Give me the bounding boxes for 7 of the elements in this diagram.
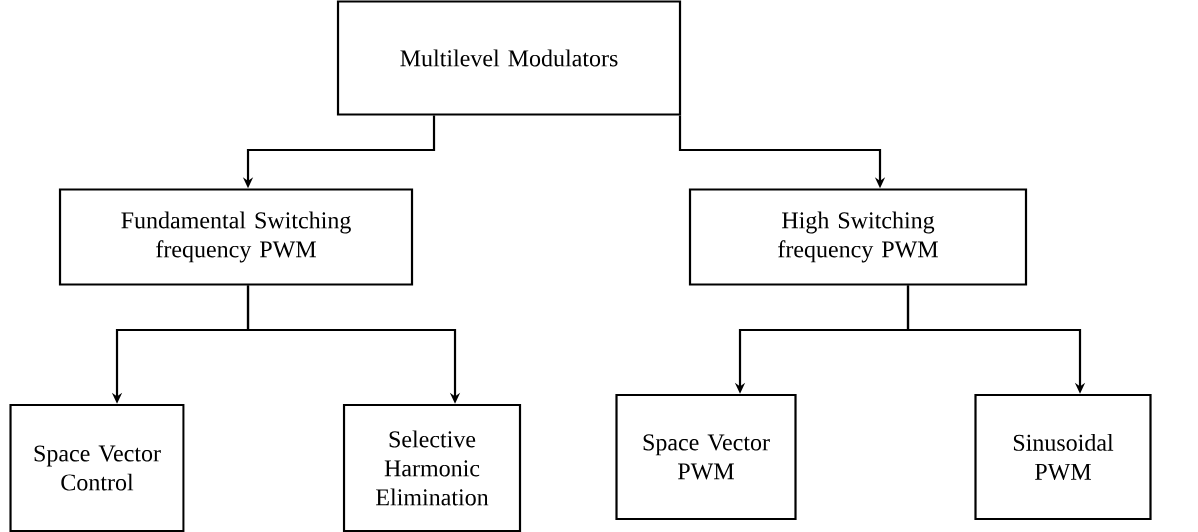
process-box: Fundamental Switching frequency PWM: [58, 188, 414, 286]
process-box: Space Vector PWM: [615, 393, 797, 521]
process-box: Selective Harmonic Elimination: [342, 403, 522, 532]
process-box: Sinusoidal PWM: [974, 393, 1152, 521]
process-box: High Switching frequency PWM: [688, 188, 1028, 286]
process-box: Space Vector Control: [9, 403, 185, 532]
process-box: Multilevel Modulators: [336, 0, 682, 116]
